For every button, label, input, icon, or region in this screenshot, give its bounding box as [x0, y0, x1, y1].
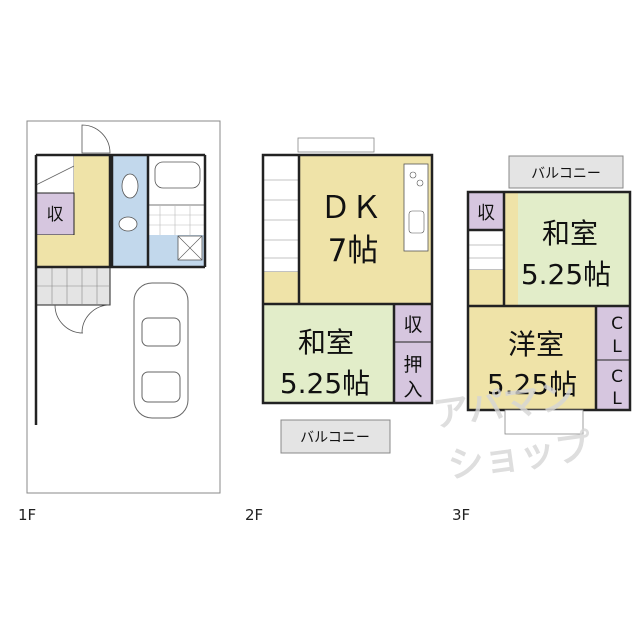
dk-label-line2: 7帖: [328, 233, 379, 269]
toilet-1f: [112, 155, 148, 267]
youshitsu-label-line2: 5.25帖: [487, 368, 577, 401]
washitsu-2f-label-line1: 和室: [298, 326, 354, 359]
closet-3f-2: [595, 359, 631, 411]
balcony-top-2f: [297, 137, 375, 153]
washitsu-3f: [518, 192, 630, 306]
sink-icon: [118, 216, 138, 232]
stair-2f: [262, 154, 300, 273]
closet-2-l: L: [612, 389, 622, 409]
closet-1-c: C: [611, 314, 623, 334]
oshiire-char2: 入: [403, 379, 422, 401]
floor-2: ＤＫ 7帖 和室 5.25帖 収 押 入 バルコニー 2F: [245, 137, 434, 524]
hall-1f: [36, 235, 110, 267]
oshiire-char1: 押: [403, 354, 422, 376]
closet-1-l: L: [612, 337, 622, 357]
floor-2-label: 2F: [245, 506, 263, 524]
lot-outline: [26, 120, 221, 494]
bathtub-icon: [154, 161, 201, 189]
toilet-icon: [121, 173, 139, 199]
balcony-bottom-3f: [504, 409, 584, 435]
dk-label-line1: ＤＫ: [320, 190, 382, 226]
washitsu-3f-label-line1: 和室: [542, 217, 598, 250]
floor-3-label: 3F: [452, 506, 470, 524]
closet-2-c: C: [611, 367, 623, 387]
floor-3: バルコニー 収 和室 5.25帖 洋室 5.25帖 C L C L 3F: [452, 155, 632, 524]
floor-1: 収: [18, 120, 221, 524]
door-swing: [81, 124, 111, 154]
balcony-3f: [508, 155, 624, 189]
storage-2f-label: 収: [403, 314, 422, 336]
balcony-3f-label: バルコニー: [531, 166, 601, 182]
stair-1f: [35, 154, 75, 194]
hall-3f: [468, 270, 504, 306]
floor-1-label: 1F: [18, 506, 36, 524]
door-swing: [81, 304, 111, 334]
door-swing: [54, 304, 84, 334]
washitsu-2f-label-line2: 5.25帖: [280, 367, 370, 400]
balcony-2f-label: バルコニー: [300, 430, 370, 446]
stair-3f: [467, 229, 505, 271]
svg-text:ショップ: ショップ: [446, 426, 594, 487]
washitsu-3f-label-line2: 5.25帖: [521, 258, 611, 291]
storage-1f-label: 収: [47, 205, 64, 225]
kitchen-counter: [403, 163, 429, 252]
hall-2f: [263, 272, 299, 304]
balcony-2f: [280, 419, 391, 454]
entry-hall-1f: [74, 155, 110, 237]
youshitsu-label-line1: 洋室: [508, 328, 564, 361]
bath-floor-grid: [148, 205, 205, 235]
washitsu-2f: [263, 304, 394, 403]
youshitsu-3f: [468, 306, 596, 410]
car-icon: [133, 282, 189, 419]
storage-3f-label: 収: [477, 203, 495, 224]
hall-3f-top: [504, 192, 518, 306]
